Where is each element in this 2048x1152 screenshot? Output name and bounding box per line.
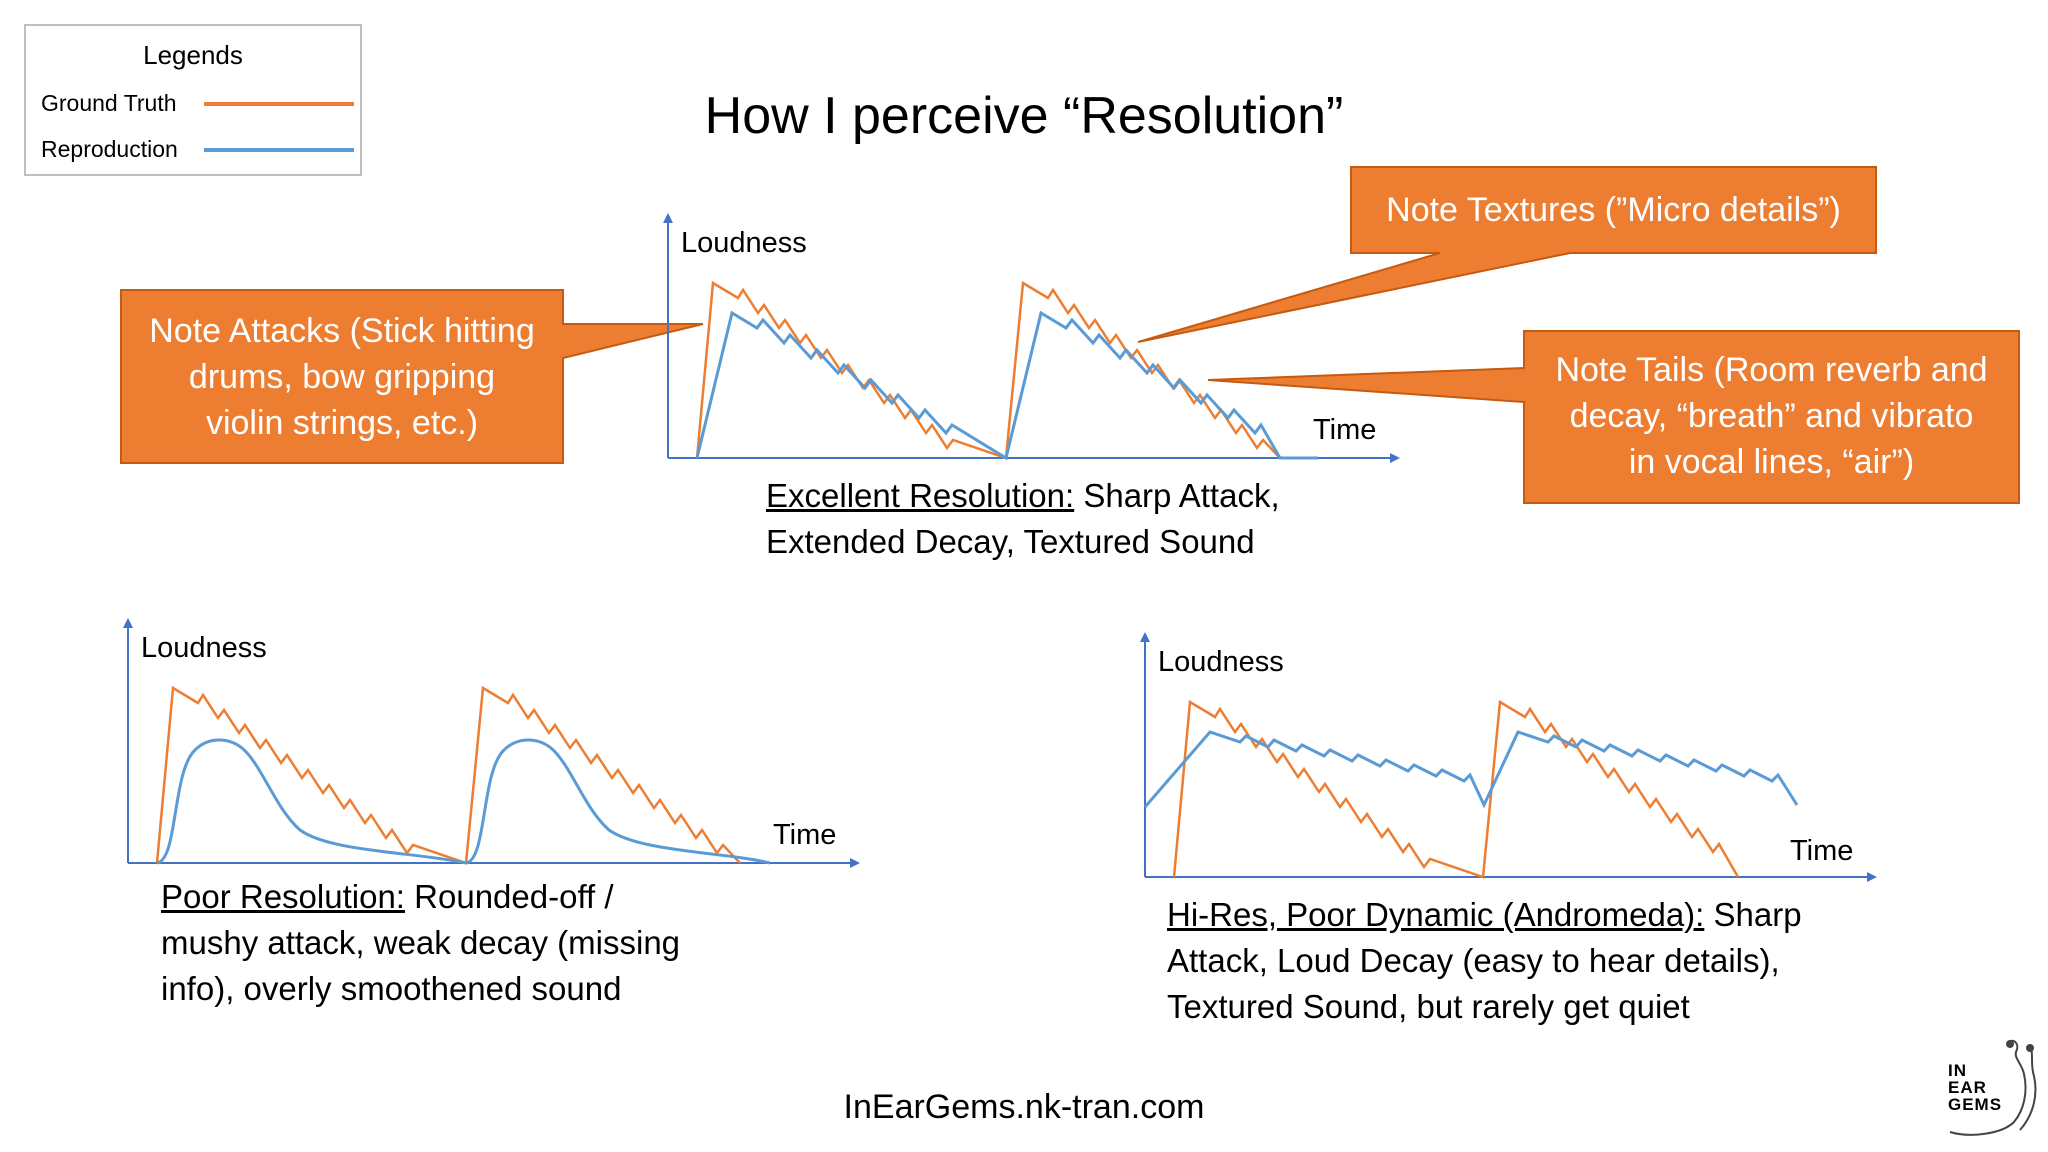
chart-bottom-left-caption-underlined: Poor Resolution: — [161, 878, 405, 915]
legend-label-reproduction: Reproduction — [41, 136, 178, 162]
callout-attacks — [120, 289, 704, 464]
callout-textures-line-1: Note Textures (”Micro details”) — [1386, 191, 1841, 229]
chart-bottom-right-ground-truth-line — [1172, 699, 1740, 879]
logo-line-1: IN — [1948, 1061, 1967, 1080]
logo-text: IN EAR GEMS — [1948, 1062, 2002, 1113]
chart-top-caption-underlined: Excellent Resolution: — [766, 477, 1075, 514]
callout-tails-text: Note Tails (Room reverb and decay, “brea… — [1524, 347, 2019, 485]
chart-bottom-left-caption-line-2: mushy attack, weak decay (missing — [161, 924, 681, 961]
legend-label-ground-truth: Ground Truth — [41, 90, 177, 116]
chart-top: Loudness Time — [663, 213, 1400, 463]
logo-line-2: EAR — [1948, 1078, 1987, 1097]
chart-bottom-right-caption: Hi-Res, Poor Dynamic (Andromeda): Sharp … — [1167, 892, 1802, 1030]
page-title: How I perceive “Resolution” — [704, 87, 1344, 145]
callout-attacks-text: Note Attacks (Stick hitting drums, bow g… — [121, 308, 563, 446]
chart-bottom-left: Loudness Time — [123, 618, 860, 868]
callout-textures-text: Note Textures (”Micro details”) — [1351, 187, 1876, 233]
ineargems-logo: IN EAR GEMS — [1930, 1034, 2042, 1144]
callout-attacks-line-1: Note Attacks (Stick hitting — [149, 312, 535, 350]
chart-bottom-right-reproduction-line — [1143, 730, 1799, 809]
chart-bottom-left-xlabel: Time — [773, 819, 836, 851]
chart-bottom-left-reproduction-line — [156, 738, 771, 865]
chart-bottom-left-caption-rest: Rounded-off / — [404, 878, 614, 915]
legend-swatch-ground-truth — [204, 102, 354, 106]
chart-bottom-right-xlabel: Time — [1790, 835, 1853, 867]
callout-attacks-line-3: violin strings, etc.) — [205, 404, 479, 442]
callout-tails — [1207, 330, 2020, 504]
legend: Legends Ground Truth Reproduction — [24, 24, 362, 176]
earphone-icon — [1949, 1039, 2037, 1136]
chart-bottom-right: Loudness Time — [1140, 632, 1877, 882]
chart-top-xlabel: Time — [1313, 414, 1376, 446]
chart-bottom-right-caption-underlined: Hi-Res, Poor Dynamic (Andromeda): — [1167, 896, 1705, 933]
chart-bottom-left-ground-truth-line — [155, 685, 741, 865]
callout-tails-line-2: decay, “breath” and vibrato — [1569, 397, 1974, 435]
callout-tails-line-3: in vocal lines, “air”) — [1628, 443, 1915, 481]
chart-top-ground-truth-line — [695, 280, 1281, 460]
chart-bottom-right-caption-rest: Sharp — [1704, 896, 1802, 933]
legend-title: Legends — [143, 40, 243, 70]
callout-textures — [1137, 166, 1877, 343]
chart-top-caption-line-2: Extended Decay, Textured Sound — [766, 523, 1255, 560]
logo-line-3: GEMS — [1948, 1095, 2003, 1114]
chart-top-ylabel: Loudness — [681, 227, 807, 259]
legend-swatch-reproduction — [204, 148, 354, 152]
chart-bottom-right-caption-line-3: Textured Sound, but rarely get quiet — [1167, 988, 1690, 1025]
chart-top-caption: Excellent Resolution: Sharp Attack, Exte… — [766, 473, 1280, 565]
chart-bottom-left-ylabel: Loudness — [141, 632, 267, 664]
callout-tails-line-1: Note Tails (Room reverb and — [1555, 351, 1988, 389]
footer-url: InEarGems.nk-tran.com — [843, 1088, 1205, 1126]
chart-bottom-right-caption-line-2: Attack, Loud Decay (easy to hear details… — [1167, 942, 1780, 979]
chart-bottom-left-caption-line-3: info), overly smoothened sound — [161, 970, 622, 1007]
chart-top-reproduction-line — [695, 310, 1318, 461]
chart-bottom-left-caption: Poor Resolution: Rounded-off / mushy att… — [161, 874, 680, 1012]
chart-bottom-right-ylabel: Loudness — [1158, 646, 1284, 678]
callout-attacks-line-2: drums, bow gripping — [188, 358, 496, 396]
chart-top-caption-rest: Sharp Attack, — [1074, 477, 1280, 514]
